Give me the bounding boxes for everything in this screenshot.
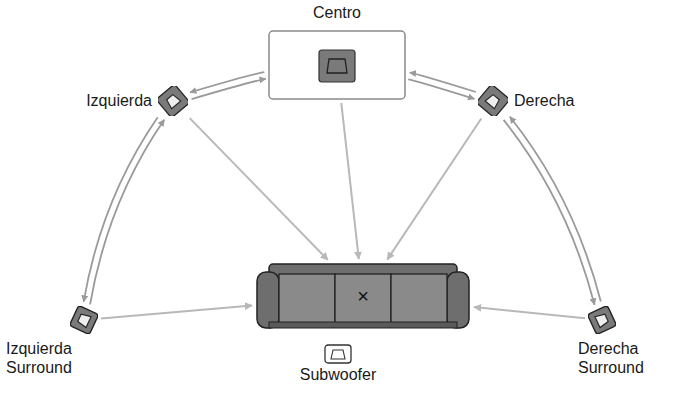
speaker: Centro xyxy=(268,30,406,100)
sound-arrow xyxy=(84,117,158,302)
sound-arrow xyxy=(341,103,359,259)
sound-arrow xyxy=(190,118,328,260)
sound-arrow xyxy=(474,307,585,318)
speaker-icon xyxy=(323,343,353,365)
speaker: Derecha xyxy=(478,86,508,116)
speaker: Subwoofer xyxy=(323,343,353,365)
sound-arrow xyxy=(504,120,595,305)
sound-arrow xyxy=(510,117,601,302)
speaker: Izquierda xyxy=(158,86,188,116)
speaker-icon xyxy=(268,30,406,100)
speaker-icon xyxy=(158,86,188,116)
speaker-label: Izquierda xyxy=(86,91,152,110)
speaker: Derecha Surround xyxy=(588,306,616,334)
sound-arrow xyxy=(190,72,264,92)
speaker-label: Izquierda Surround xyxy=(6,339,96,377)
sound-arrow xyxy=(387,119,481,260)
speaker: Izquierda Surround xyxy=(70,306,98,334)
speaker-label: Derecha Surround xyxy=(578,339,668,377)
speaker-label: Subwoofer xyxy=(293,365,383,384)
sound-arrow xyxy=(101,306,252,319)
sound-arrow xyxy=(410,73,476,92)
speaker-label: Derecha xyxy=(514,91,574,110)
speaker-label: Centro xyxy=(268,3,406,22)
sound-arrow xyxy=(90,120,164,305)
listener-mark: × xyxy=(255,285,471,308)
sofa-listener: × xyxy=(255,262,471,330)
speaker-icon xyxy=(588,306,616,334)
speaker-icon xyxy=(478,86,508,116)
speaker-icon xyxy=(70,306,98,334)
